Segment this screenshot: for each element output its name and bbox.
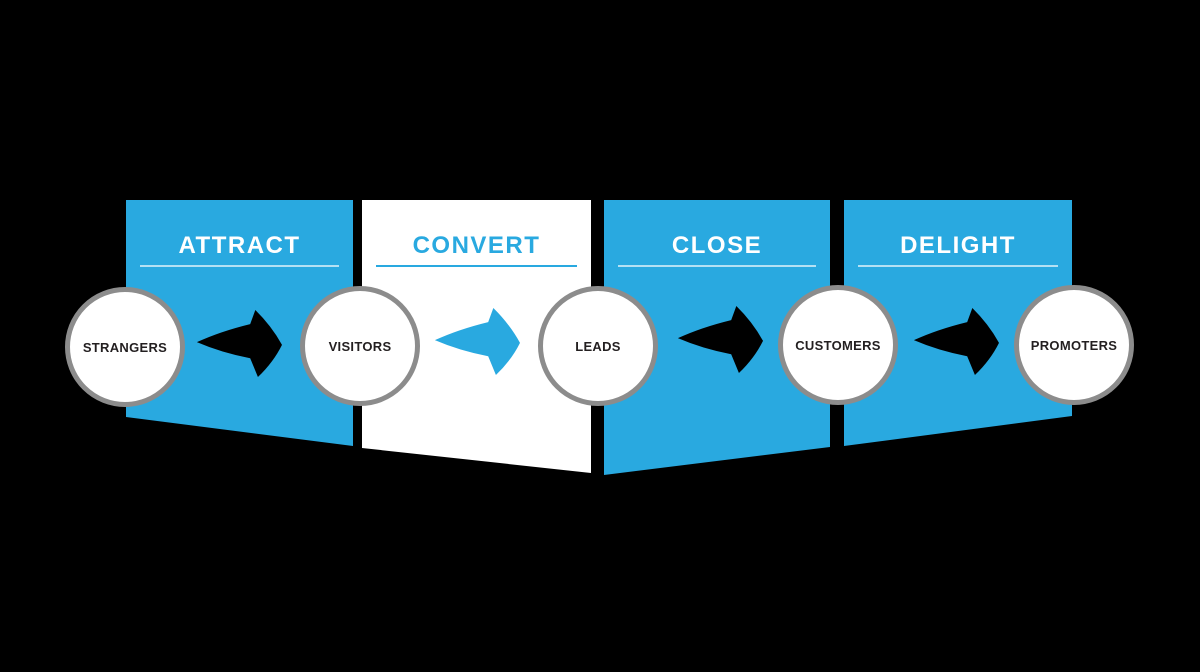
right-arrow-icon-customers-to-promoters	[913, 308, 999, 375]
persona-circle-leads: LEADS	[538, 286, 658, 406]
stage-title-convert: CONVERT	[412, 232, 541, 259]
persona-label-leads: LEADS	[575, 338, 621, 354]
persona-circle-strangers: STRANGERS	[65, 287, 185, 407]
stage-underline-close	[617, 265, 817, 267]
stage-underline-delight	[857, 265, 1059, 267]
persona-label-visitors: VISITORS	[328, 338, 392, 354]
persona-circle-customers: CUSTOMERS	[778, 285, 898, 405]
persona-label-strangers: STRANGERS	[82, 339, 168, 355]
right-arrow-icon-leads-to-customers	[677, 306, 763, 373]
right-arrow-icon-strangers-to-visitors	[196, 310, 282, 377]
persona-label-promoters: PROMOTERS	[1030, 337, 1118, 353]
right-arrow-icon-visitors-to-leads	[434, 308, 520, 375]
stage-underline-convert	[375, 265, 578, 267]
persona-circle-promoters: PROMOTERS	[1014, 285, 1134, 405]
stage-title-attract: ATTRACT	[178, 232, 301, 259]
stage-title-close: CLOSE	[671, 232, 763, 259]
persona-circle-visitors: VISITORS	[300, 286, 420, 406]
stage-underline-attract	[139, 265, 340, 267]
stage-title-delight: DELIGHT	[900, 232, 1016, 259]
persona-label-customers: CUSTOMERS	[795, 337, 881, 353]
